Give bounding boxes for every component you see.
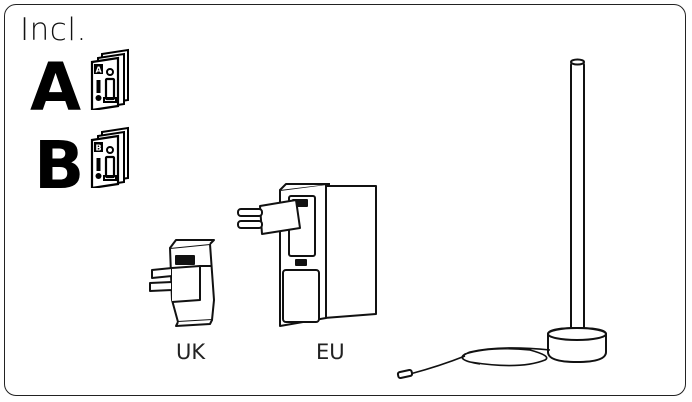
eu-power-adapter-icon: [237, 183, 377, 327]
manual-a-letter: A: [30, 49, 82, 126]
heading-incl: Incl.: [20, 12, 87, 48]
manual-b-letter: B: [34, 127, 85, 204]
manual-booklet-b-icon: B: [90, 126, 129, 188]
eu-adapter-label: EU: [316, 340, 345, 364]
manual-booklet-a-icon: A: [90, 48, 129, 110]
content-frame: [4, 4, 686, 396]
svg-text:B: B: [96, 144, 102, 153]
uk-plug-adapter-icon: [149, 239, 215, 327]
uk-adapter-label: UK: [176, 340, 206, 364]
floor-lamp-icon: [396, 58, 607, 380]
svg-text:A: A: [96, 66, 103, 75]
